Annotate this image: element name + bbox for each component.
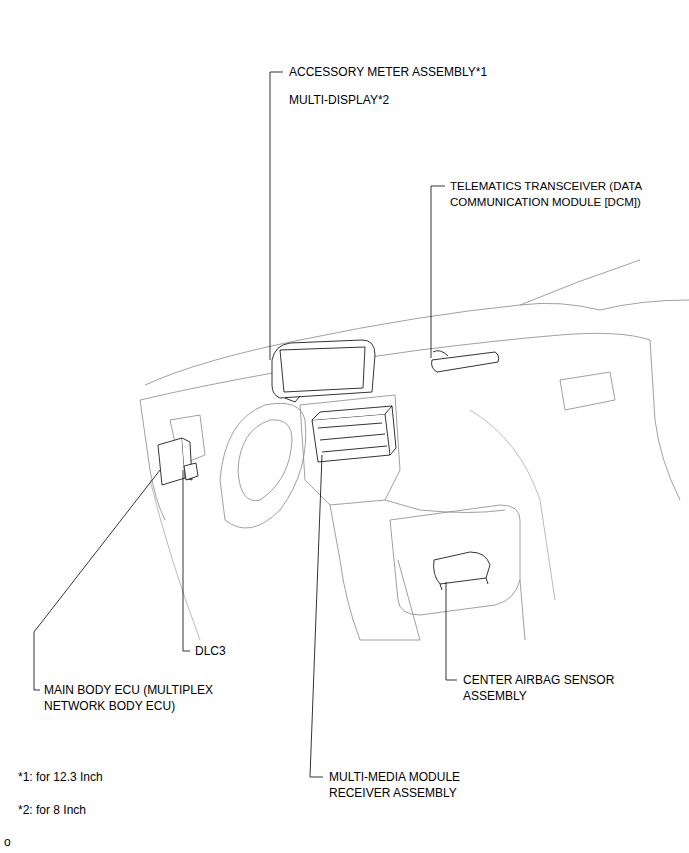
gauge-cluster xyxy=(238,420,292,501)
floor-line xyxy=(150,410,555,640)
part-name: ACCESSORY METER ASSEMBLY*1 xyxy=(289,64,549,80)
footnote: *2: for 8 Inch xyxy=(18,802,218,818)
part-name: TELEMATICS TRANSCEIVER (DATA COMMUNICATI… xyxy=(450,178,682,210)
footnote: *1: for 12.3 Inch xyxy=(18,769,218,785)
main-body-ecu xyxy=(158,438,185,485)
gauge-hood xyxy=(220,403,306,528)
dash-outline xyxy=(140,333,650,400)
leader-line xyxy=(431,186,445,358)
dash-outline xyxy=(650,340,680,500)
leader-line xyxy=(310,455,323,777)
part-name: MAIN BODY ECU (MULTIPLEX NETWORK BODY EC… xyxy=(44,682,229,714)
airbag-sensor xyxy=(434,552,490,584)
dlc3-connector xyxy=(184,463,198,480)
leader-line xyxy=(446,582,457,680)
meter-bracket xyxy=(285,396,300,402)
dcm-cable xyxy=(433,351,448,356)
leader-line xyxy=(34,470,160,690)
multimedia-receiver xyxy=(312,414,390,462)
armrest xyxy=(390,505,520,615)
receiver-fins xyxy=(318,423,387,452)
console-line xyxy=(330,505,420,640)
part-name: MULTI-MEDIA MODULE RECEIVER ASSEMBLY xyxy=(329,769,479,801)
part-name: CENTER AIRBAG SENSOR ASSEMBLY xyxy=(463,672,638,704)
console-line xyxy=(385,500,505,513)
dcm-module xyxy=(432,352,499,372)
accessory-meter xyxy=(272,340,375,398)
vent xyxy=(560,372,615,410)
sensor-tabs xyxy=(440,578,488,590)
part-name: MULTI-DISPLAY*2 xyxy=(289,92,489,108)
pillar-line xyxy=(520,260,640,305)
meter-screen xyxy=(280,347,365,392)
receiver-side xyxy=(312,406,396,455)
leader-line xyxy=(270,72,283,360)
part-name: DLC3 xyxy=(195,643,275,659)
illustration-id: o xyxy=(4,834,34,850)
pillar-line xyxy=(600,300,689,310)
leader-line xyxy=(183,470,190,651)
center-stack xyxy=(300,395,400,505)
